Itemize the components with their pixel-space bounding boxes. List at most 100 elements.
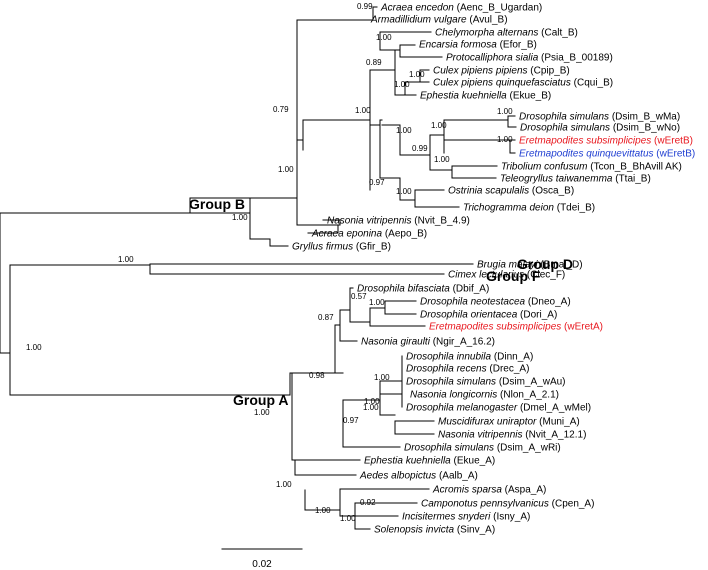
leaf-code: (Avul_B) (467, 15, 508, 26)
leaf-label: Drosophila melanogaster (Dmel_A_wMel) (406, 403, 591, 414)
support-value: 1.00 (364, 397, 380, 406)
group-label-a: Group A (233, 392, 288, 408)
leaf-code: (Dsim_B_wNo) (610, 123, 680, 134)
leaf-species: Eretmapodites quinquevittatus (519, 149, 654, 160)
leaf-code: (Aspa_A) (502, 485, 546, 496)
leaf-species: Ephestia kuehniella (420, 91, 507, 102)
leaf-code: (Clec_F) (524, 270, 565, 281)
leaf-code: (Cpip_B) (528, 66, 570, 77)
support-value: 0.92 (360, 498, 376, 507)
leaf-label: Encarsia formosa (Efor_B) (419, 40, 537, 51)
support-value: 0.57 (351, 292, 367, 301)
leaf-label: Drosophila innubila (Dinn_A) (406, 352, 533, 363)
leaf-label: Cimex lectularius (Clec_F) (448, 270, 565, 281)
support-value: 1.00 (118, 255, 134, 264)
leaf-species: Muscidifurax uniraptor (438, 417, 537, 428)
support-value: 1.00 (26, 343, 42, 352)
support-value: 1.00 (376, 33, 392, 42)
leaf-code: (Tcon_B_BhAvill AK) (588, 162, 682, 173)
support-value: 1.00 (497, 107, 513, 116)
leaf-label: Brugia malayi (Bmal_D) (477, 260, 583, 271)
leaf-species: Ephestia kuehniella (364, 456, 451, 467)
leaf-species: Acraea eponina (311, 229, 382, 240)
support-value: 0.97 (343, 416, 359, 425)
leaf-code: (Cqui_B) (571, 78, 613, 89)
leaf-species: Culex pipiens quinquefasciatus (433, 78, 571, 89)
leaf-species: Trichogramma deion (463, 203, 554, 214)
leaf-code: (Isny_A) (490, 512, 530, 523)
leaf-species: Solenopsis invicta (374, 525, 454, 536)
support-value: 1.00 (278, 165, 294, 174)
leaf-labels: Acraea encedon (Aenc_B_Ugardan)Armadilli… (292, 3, 695, 536)
leaf-label: Trichogramma deion (Tdei_B) (463, 203, 595, 214)
leaf-label: Nasonia vitripennis (Nvit_B_4.9) (327, 216, 470, 227)
leaf-label: Teleogryllus taiwanemma (Ttai_B) (500, 174, 651, 185)
leaf-species: Drosophila bifasciata (357, 284, 450, 295)
leaf-species: Drosophila simulans (520, 123, 610, 134)
leaf-label: Protocalliphora sialia (Psia_B_00189) (446, 53, 613, 64)
leaf-label: Camponotus pennsylvanicus (Cpen_A) (421, 499, 594, 510)
leaf-code: (Dsim_A_wRi) (494, 443, 561, 454)
support-value: 0.99 (412, 144, 428, 153)
leaf-species: Drosophila simulans (406, 377, 496, 388)
leaf-species: Chelymorpha alternans (435, 28, 538, 39)
support-value: 1.00 (394, 80, 410, 89)
leaf-species: Aedes albopictus (359, 471, 436, 482)
leaf-label: Drosophila neotestacea (Dneo_A) (420, 297, 571, 308)
leaf-label: Nasonia longicornis (Nlon_A_2.1) (410, 390, 559, 401)
leaf-code: (Psia_B_00189) (538, 53, 613, 64)
leaf-species: Brugia malayi (477, 260, 538, 271)
leaf-species: Protocalliphora sialia (446, 53, 539, 64)
leaf-label: Drosophila simulans (Dsim_A_wAu) (406, 377, 566, 388)
leaf-label: Tribolium confusum (Tcon_B_BhAvill AK) (501, 162, 682, 173)
leaf-code: (Gfir_B) (353, 242, 391, 253)
leaf-code: (Muni_A) (536, 417, 579, 428)
leaf-label: Drosophila bifasciata (Dbif_A) (357, 284, 489, 295)
leaf-code: (Aepo_B) (382, 229, 427, 240)
leaf-species: Acromis sparsa (432, 485, 502, 496)
leaf-species: Drosophila recens (406, 364, 487, 375)
leaf-label: Drosophila orientacea (Dori_A) (420, 310, 557, 321)
leaf-code: (wEretB) (651, 136, 693, 147)
leaf-species: Nasonia vitripennis (327, 216, 412, 227)
leaf-code: (Dneo_A) (525, 297, 571, 308)
leaf-label: Gryllus firmus (Gfir_B) (292, 242, 391, 253)
support-value: 1.00 (374, 373, 390, 382)
leaf-label: Acraea eponina (Aepo_B) (311, 229, 427, 240)
tree-branches (0, 6, 517, 530)
support-value: 1.00 (396, 126, 412, 135)
leaf-code: (Dmel_A_wMel) (517, 403, 591, 414)
leaf-label: Eretmapodites subsimplicipes (wEretA) (429, 322, 603, 333)
leaf-species: Nasonia giraulti (361, 337, 431, 348)
leaf-code: (Sinv_A) (454, 525, 495, 536)
leaf-species: Cimex lectularius (448, 270, 524, 281)
leaf-label: Acromis sparsa (Aspa_A) (432, 485, 546, 496)
leaf-species: Drosophila innubila (406, 352, 491, 363)
leaf-label: Muscidifurax uniraptor (Muni_A) (438, 417, 580, 428)
leaf-species: Drosophila melanogaster (406, 403, 518, 414)
support-value: 1.00 (369, 298, 385, 307)
group-label-f: Group F (486, 268, 541, 284)
leaf-label: Culex pipiens pipiens (Cpip_B) (433, 66, 570, 77)
support-value: 0.98 (309, 371, 325, 380)
leaf-code: (Tdei_B) (554, 203, 595, 214)
leaf-species: Eretmapodites subsimplicipes (519, 136, 651, 147)
leaf-code: (Ngir_A_16.2) (430, 337, 495, 348)
leaf-label: Drosophila simulans (Dsim_B_wMa) (519, 112, 680, 123)
support-value: 1.00 (276, 480, 292, 489)
leaf-code: (Dinn_A) (491, 352, 533, 363)
support-value: 1.00 (431, 121, 447, 130)
support-value: 0.87 (318, 313, 334, 322)
leaf-label: Nasonia giraulti (Ngir_A_16.2) (361, 337, 495, 348)
leaf-label: Eretmapodites subsimplicipes (wEretB) (519, 136, 693, 147)
leaf-label: Ephestia kuehniella (Ekue_A) (364, 456, 495, 467)
leaf-code: (Ttai_B) (612, 174, 650, 185)
leaf-code: (Nlon_A_2.1) (497, 390, 559, 401)
support-value: 1.00 (434, 155, 450, 164)
leaf-species: Gryllus firmus (292, 242, 353, 253)
leaf-label: Ostrinia scapulalis (Osca_B) (448, 186, 574, 197)
leaf-code: (Aenc_B_Ugardan) (454, 3, 542, 14)
support-value: 1.00 (232, 213, 248, 222)
leaf-species: Culex pipiens pipiens (433, 66, 528, 77)
